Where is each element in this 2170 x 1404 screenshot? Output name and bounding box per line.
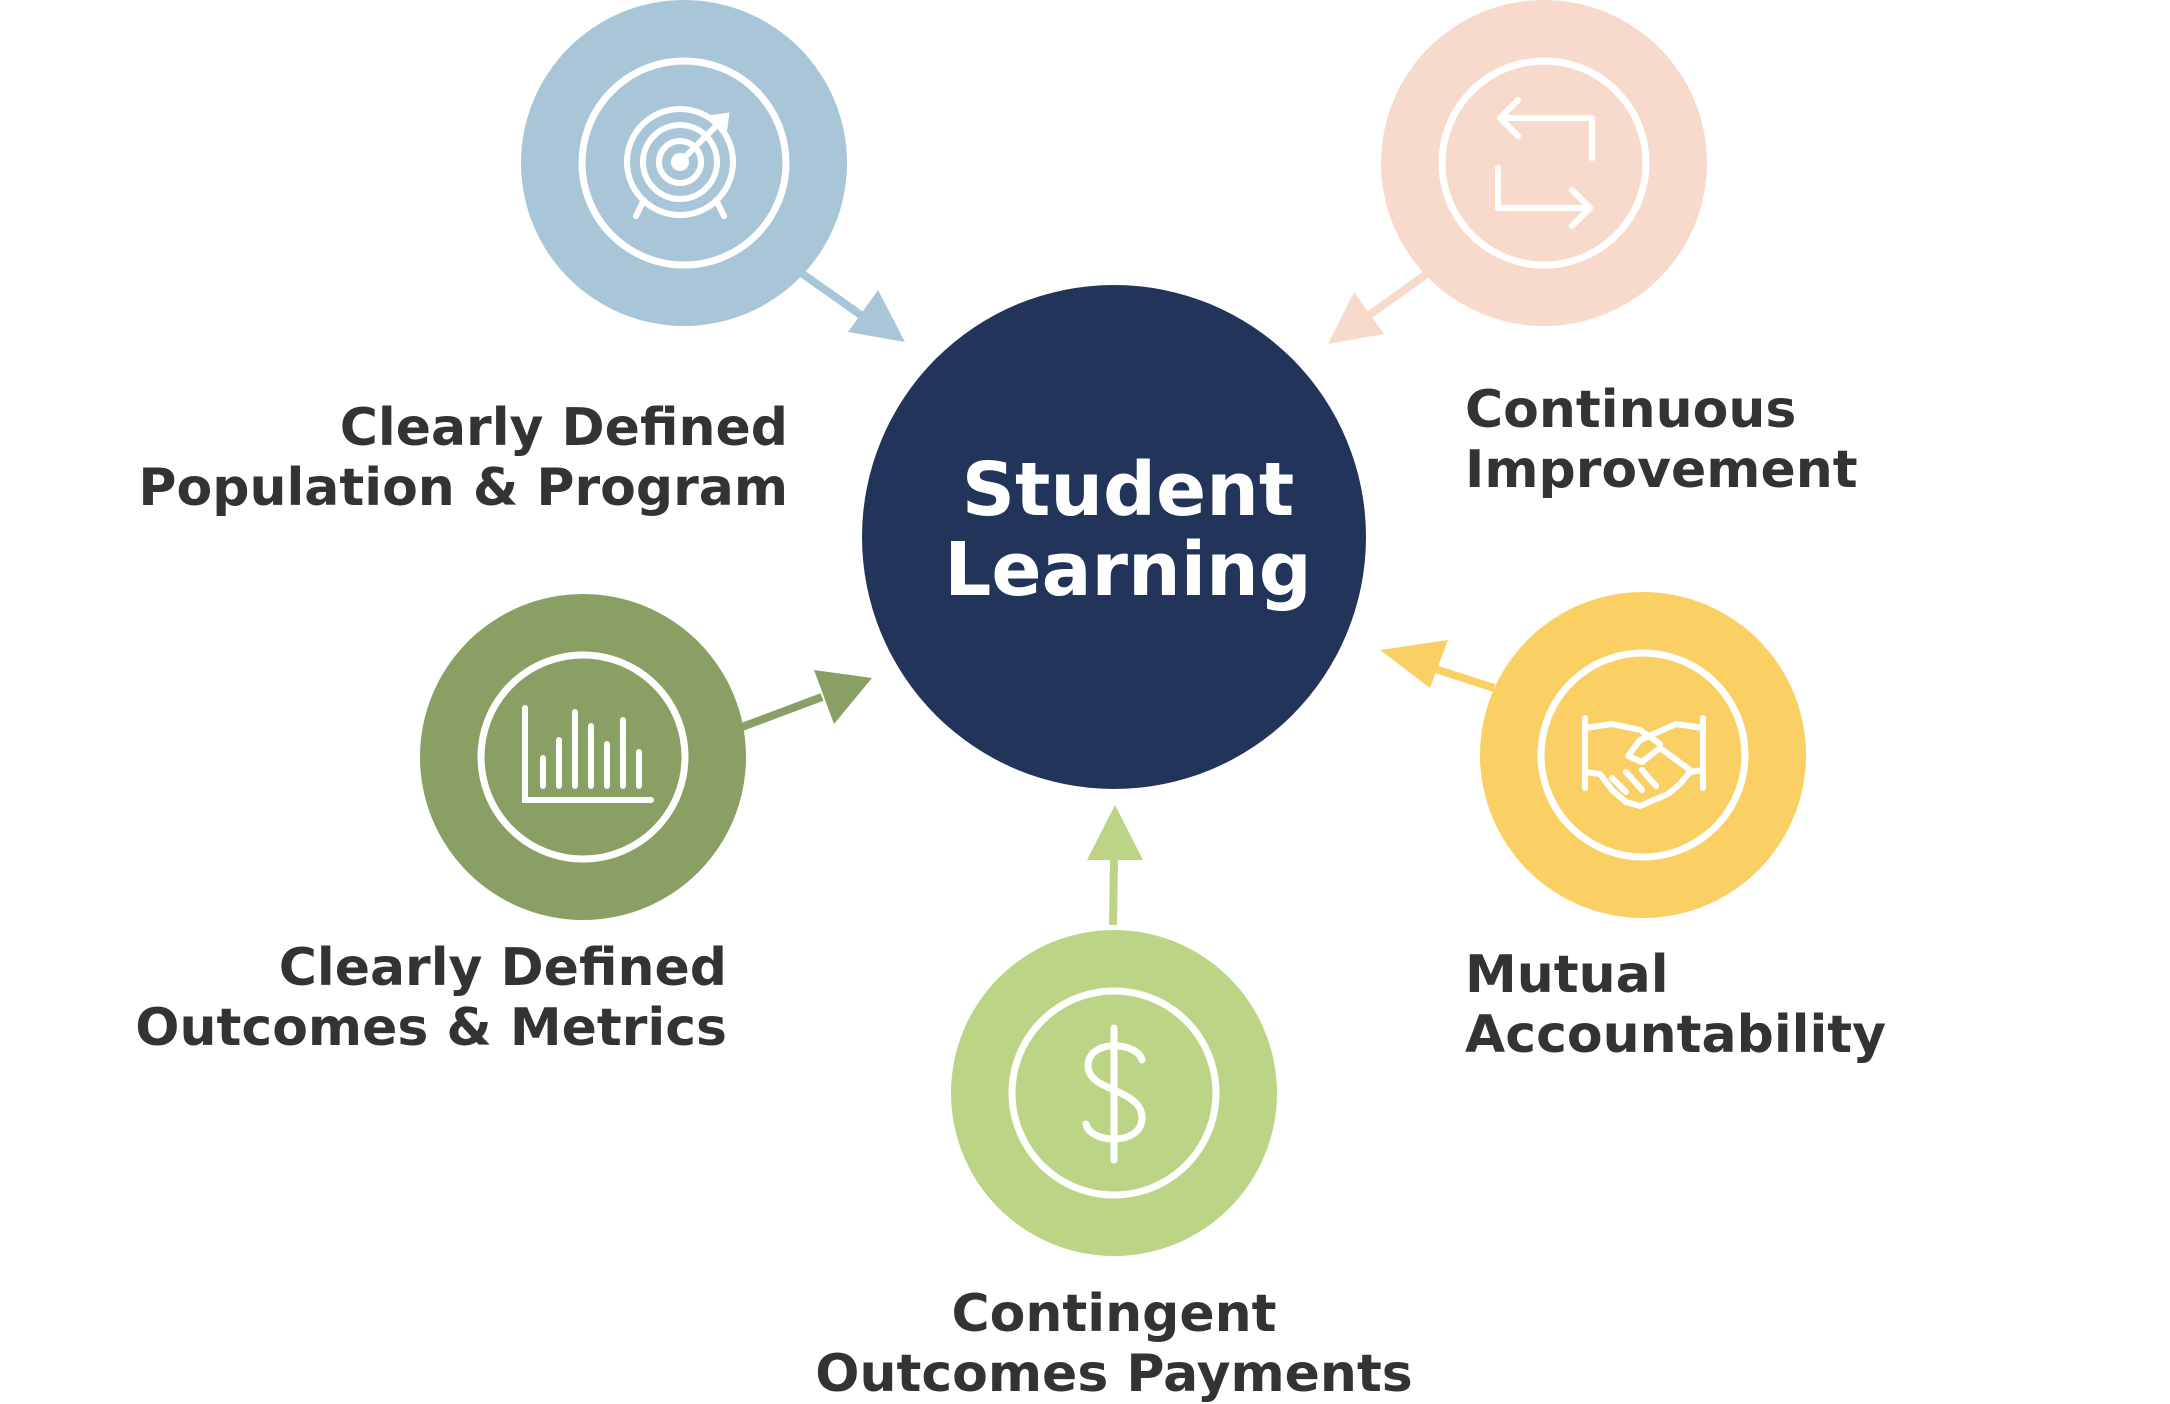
node-metrics	[420, 594, 746, 920]
node-improvement	[1381, 0, 1707, 326]
dollar-icon	[1082, 1024, 1146, 1164]
label-payments: Contingent Outcomes Payments	[714, 1284, 1514, 1404]
label-accountability: Mutual Accountability	[1465, 945, 1886, 1065]
node-population	[521, 0, 847, 326]
center-label-line1: Student	[961, 447, 1295, 533]
arrow-metrics	[740, 670, 872, 731]
bar-chart-icon	[522, 705, 654, 803]
node-payments	[951, 930, 1277, 1256]
label-metrics-line1: Clearly Defined	[278, 938, 727, 998]
label-metrics-line2: Outcomes & Metrics	[135, 998, 727, 1058]
label-improvement: Continuous Improvement	[1465, 380, 1858, 500]
center-label: Student Learning	[858, 450, 1398, 610]
node-accountability	[1480, 592, 1806, 918]
label-population-line2: Population & Program	[138, 458, 788, 518]
handshake-icon	[1582, 715, 1706, 809]
target-icon	[624, 106, 736, 219]
label-improvement-line1: Continuous	[1465, 380, 1797, 440]
center-circle	[862, 285, 1366, 789]
label-payments-line2: Outcomes Payments	[815, 1344, 1413, 1404]
arrow-payments	[1087, 805, 1143, 926]
arrow-improvement	[1328, 269, 1431, 344]
label-population: Clearly Defined Population & Program	[138, 398, 788, 518]
arrow-population	[797, 268, 905, 342]
label-accountability-line2: Accountability	[1465, 1005, 1887, 1065]
arrow-accountability	[1380, 640, 1496, 692]
label-payments-line1: Contingent	[951, 1284, 1277, 1344]
cycle-arrows-icon	[1495, 97, 1595, 229]
label-improvement-line2: Improvement	[1465, 440, 1858, 500]
label-accountability-line1: Mutual	[1465, 945, 1669, 1005]
label-population-line1: Clearly Defined	[339, 398, 788, 458]
center-label-line2: Learning	[944, 527, 1312, 613]
label-metrics: Clearly Defined Outcomes & Metrics	[135, 938, 727, 1058]
